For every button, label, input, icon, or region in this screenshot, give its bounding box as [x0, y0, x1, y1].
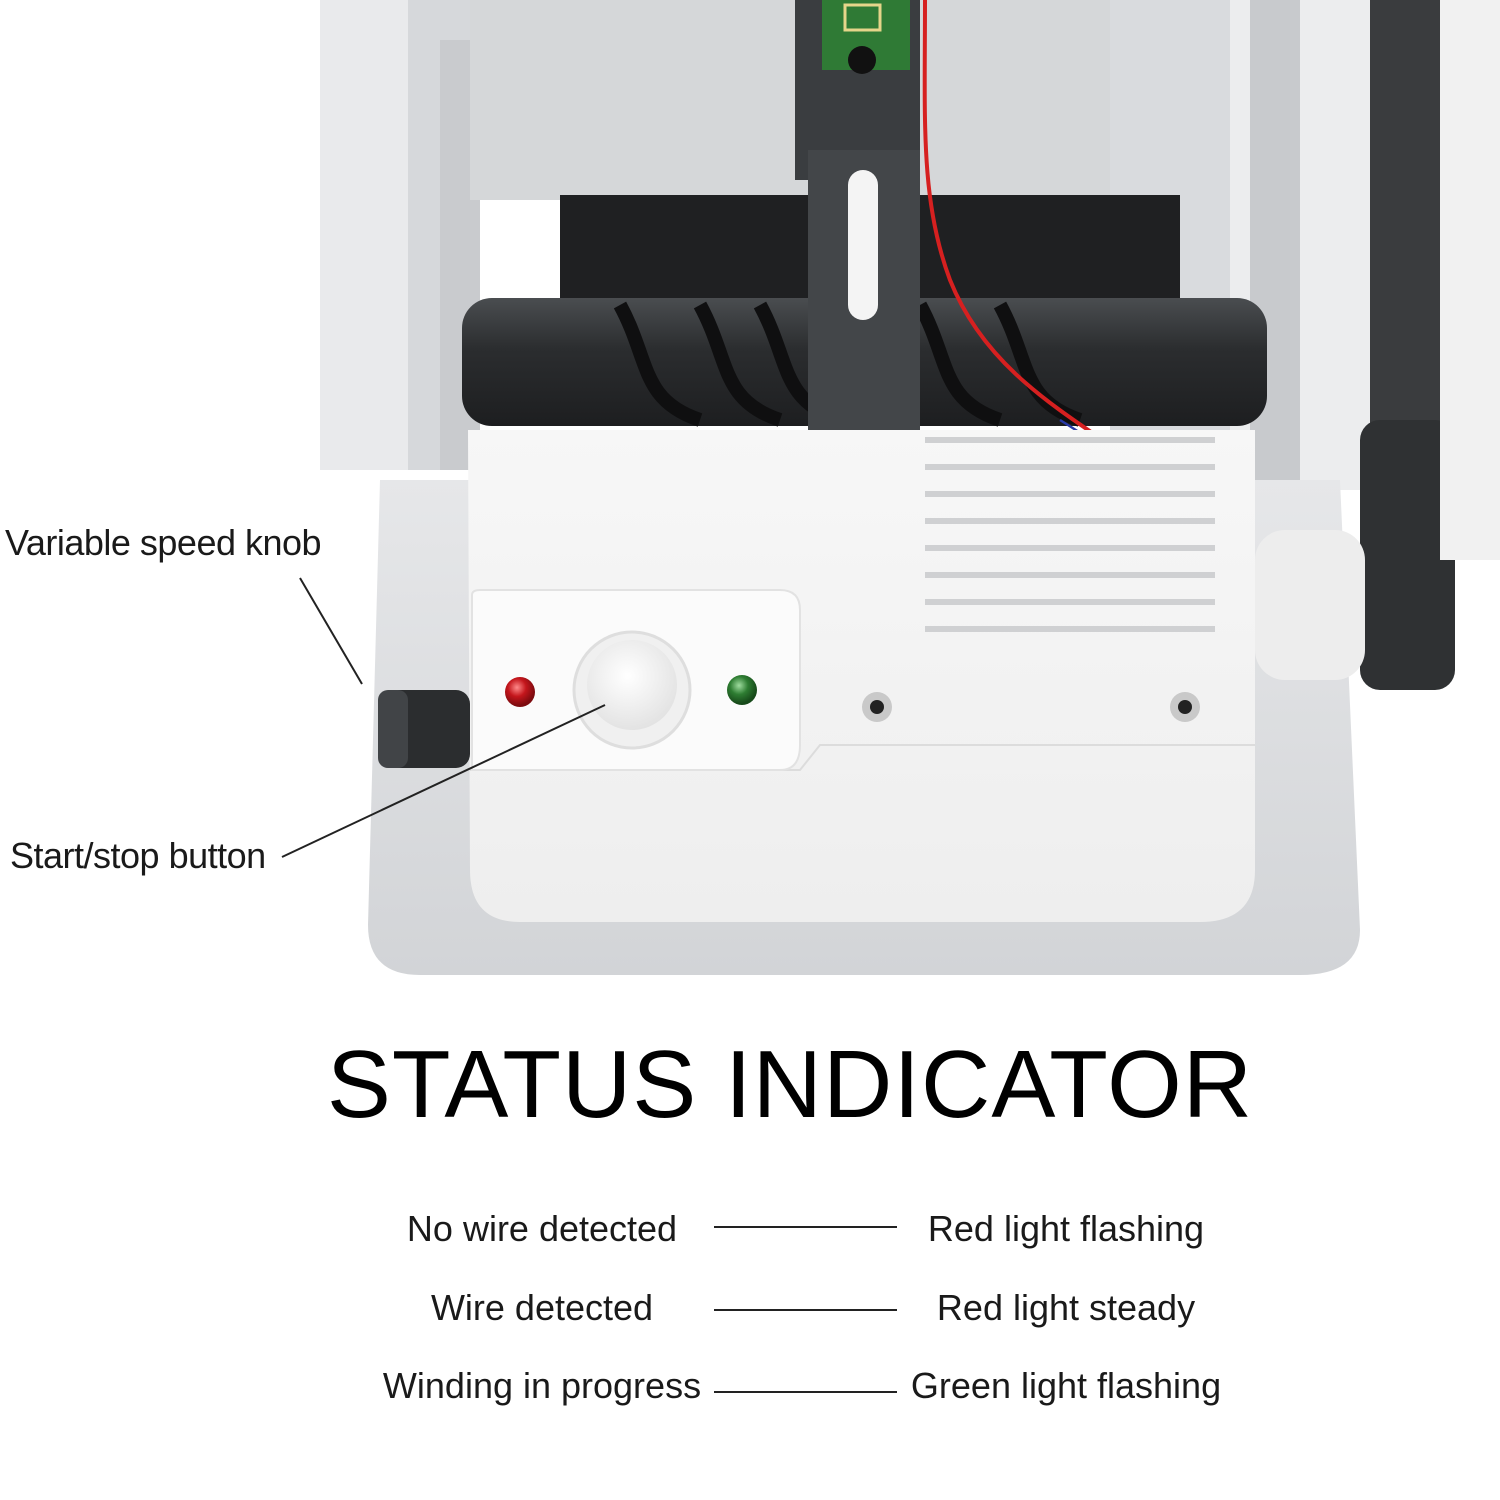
variable-speed-knob[interactable] [378, 690, 470, 768]
vent-grille [925, 437, 1215, 632]
row-connector-line [714, 1226, 897, 1228]
status-indicator-heading: STATUS INDICATOR [326, 1031, 1254, 1138]
status-row: Wire detected Red light steady [0, 1287, 1500, 1347]
speed-knob-callout: Variable speed knob [5, 522, 322, 563]
speed-knob-leader-line [299, 577, 363, 685]
status-indication: Green light flashing [910, 1365, 1222, 1406]
row-connector-line [714, 1391, 897, 1393]
machine-illustration [281, 0, 1500, 975]
start-stop-button[interactable] [572, 630, 692, 750]
start-stop-leader-line [281, 704, 606, 858]
red-status-led [505, 677, 535, 707]
status-indication: Red light flashing [927, 1208, 1205, 1249]
green-status-led [727, 675, 757, 705]
row-connector-line [714, 1309, 897, 1311]
status-condition: Wire detected [430, 1287, 654, 1328]
status-row: No wire detected Red light flashing [0, 1208, 1500, 1268]
back-panel [470, 0, 1110, 200]
drive-belt [1360, 0, 1500, 690]
left-frame [320, 0, 480, 470]
status-condition: Winding in progress [382, 1365, 702, 1406]
status-indication: Red light steady [936, 1287, 1196, 1328]
wire-guide-arm [795, 0, 920, 450]
start-stop-callout: Start/stop button [10, 835, 266, 876]
spindle-housing [1255, 530, 1365, 680]
status-condition: No wire detected [406, 1208, 678, 1249]
status-row: Winding in progress Green light flashing [0, 1365, 1500, 1425]
